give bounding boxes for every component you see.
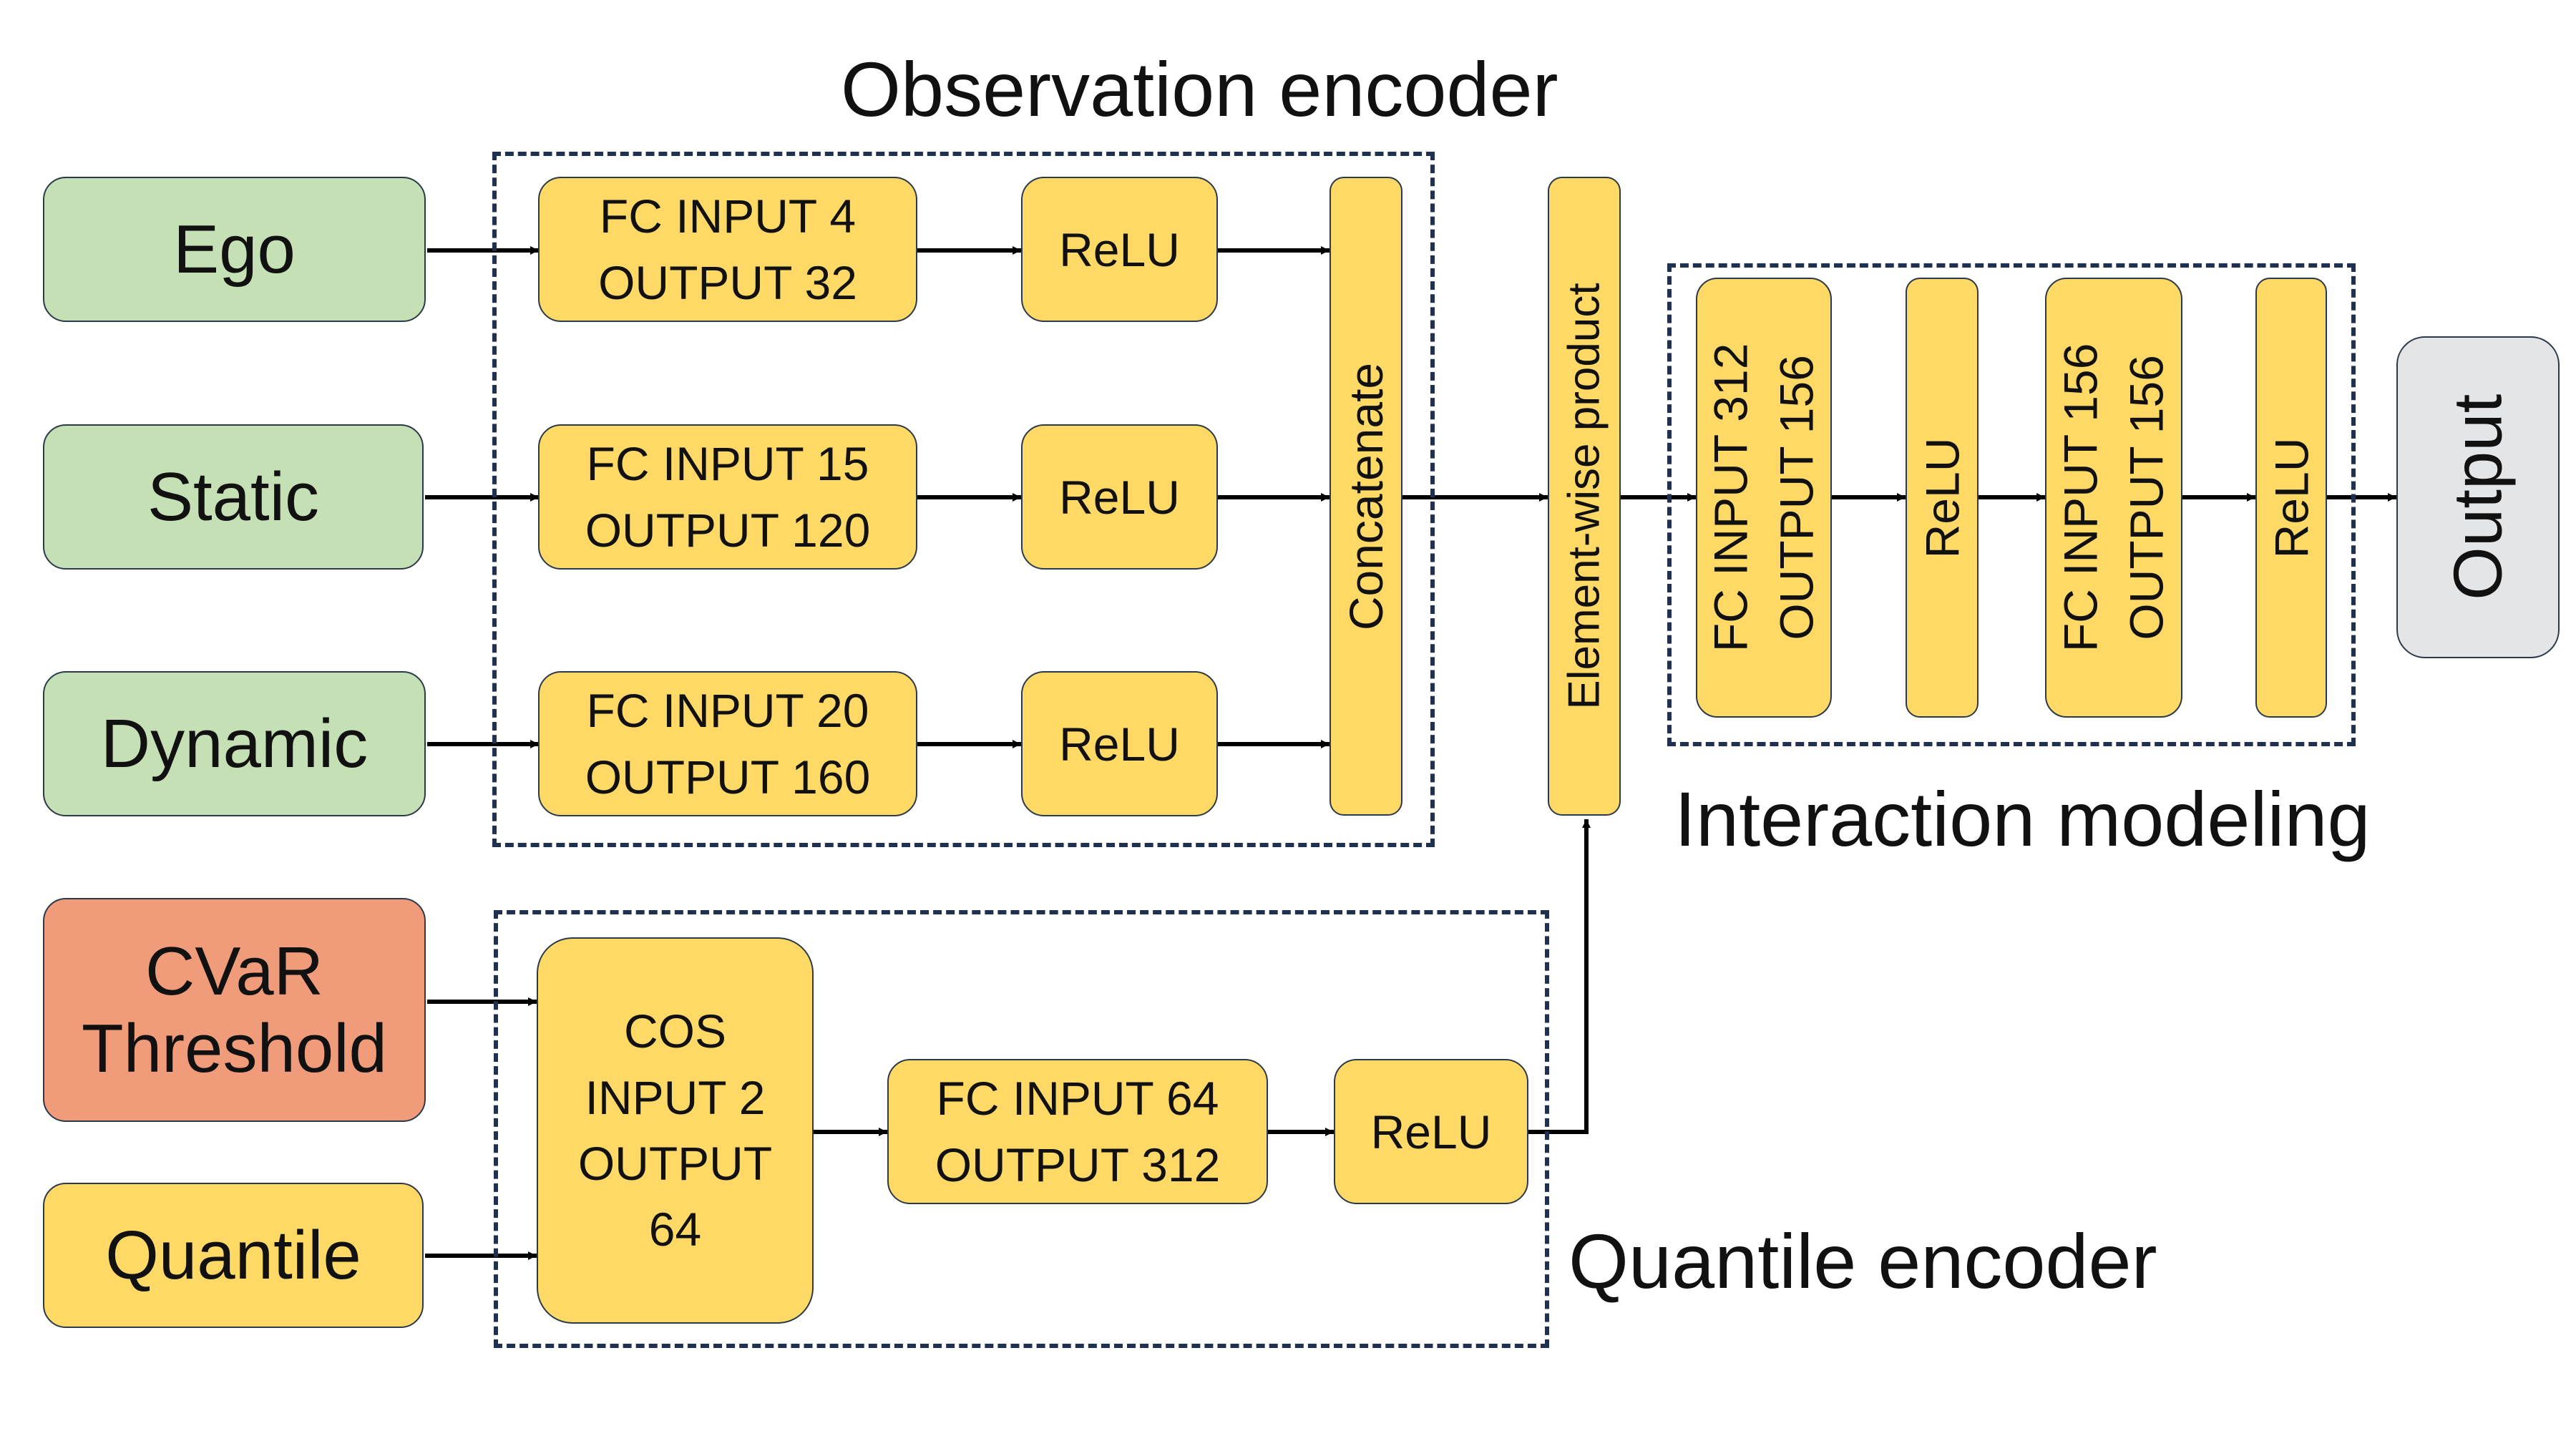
cos-line4: 64 bbox=[648, 1203, 702, 1256]
fc-dynamic-line2: OUTPUT 160 bbox=[585, 750, 871, 804]
quantile-label: Quantile bbox=[105, 1216, 361, 1294]
relu-ego-label: ReLU bbox=[1059, 223, 1180, 276]
quantile-fc-line2: OUTPUT 312 bbox=[935, 1138, 1221, 1191]
relu-static-block: ReLU bbox=[1021, 424, 1218, 570]
interaction-fc1-block: FC INPUT 312 OUTPUT 156 bbox=[1696, 278, 1832, 718]
relu-ego-block: ReLU bbox=[1021, 177, 1218, 322]
dynamic-label: Dynamic bbox=[100, 705, 369, 782]
fc-static-line1: FC INPUT 15 bbox=[586, 437, 869, 491]
fc-ego-line1: FC INPUT 4 bbox=[599, 190, 857, 243]
quantile-relu-label: ReLU bbox=[1370, 1105, 1492, 1158]
interaction-fc2-block: FC INPUT 156 OUTPUT 156 bbox=[2045, 278, 2182, 718]
cvar-threshold-input: CVaR Threshold bbox=[43, 898, 426, 1122]
interaction-fc1-line2: OUTPUT 156 bbox=[1770, 355, 1824, 640]
interaction-relu1-label: ReLU bbox=[1916, 437, 1968, 558]
interaction-modeling-group bbox=[1667, 263, 2356, 746]
interaction-relu1-block: ReLU bbox=[1906, 278, 1979, 718]
interaction-modeling-title: Interaction modeling bbox=[1674, 776, 2371, 862]
static-input: Static bbox=[43, 424, 424, 570]
quantile-encoder-group bbox=[494, 910, 1549, 1348]
fc-dynamic-line1: FC INPUT 20 bbox=[586, 684, 869, 738]
relu-dynamic-block: ReLU bbox=[1021, 671, 1218, 816]
element-wise-product-label: Element-wise product bbox=[1559, 283, 1609, 710]
cos-line1: COS bbox=[623, 1005, 726, 1058]
ego-label: Ego bbox=[173, 210, 296, 288]
fc-dynamic-block: FC INPUT 20 OUTPUT 160 bbox=[538, 671, 917, 816]
cvar-label-line1: CVaR bbox=[145, 932, 323, 1010]
interaction-relu2-block: ReLU bbox=[2255, 278, 2327, 718]
concatenate-label: Concatenate bbox=[1340, 362, 1392, 630]
quantile-fc-block: FC INPUT 64 OUTPUT 312 bbox=[887, 1059, 1268, 1204]
quantile-fc-line1: FC INPUT 64 bbox=[936, 1072, 1219, 1125]
fc-static-line2: OUTPUT 120 bbox=[585, 503, 871, 557]
interaction-fc2-line2: OUTPUT 156 bbox=[2120, 355, 2174, 640]
quantile-encoder-title: Quantile encoder bbox=[1568, 1218, 2157, 1304]
relu-static-label: ReLU bbox=[1059, 470, 1180, 524]
interaction-fc1-line1: FC INPUT 312 bbox=[1704, 343, 1757, 653]
concatenate-block: Concatenate bbox=[1330, 177, 1402, 816]
observation-encoder-title: Observation encoder bbox=[841, 46, 1558, 132]
element-wise-product-block: Element-wise product bbox=[1548, 177, 1621, 816]
cos-line3: OUTPUT bbox=[577, 1137, 773, 1190]
output-block: Output bbox=[2396, 336, 2560, 658]
cos-block: COS INPUT 2 OUTPUT 64 bbox=[537, 937, 814, 1324]
relu-dynamic-label: ReLU bbox=[1059, 717, 1180, 771]
cvar-label-line2: Threshold bbox=[82, 1010, 387, 1087]
fc-static-block: FC INPUT 15 OUTPUT 120 bbox=[538, 424, 917, 570]
quantile-input: Quantile bbox=[43, 1183, 424, 1328]
fc-ego-line2: OUTPUT 32 bbox=[598, 255, 857, 309]
interaction-fc2-line1: FC INPUT 156 bbox=[2054, 343, 2107, 653]
interaction-relu2-label: ReLU bbox=[2265, 437, 2318, 558]
static-label: Static bbox=[147, 458, 320, 535]
dynamic-input: Dynamic bbox=[43, 671, 426, 816]
fc-ego-block: FC INPUT 4 OUTPUT 32 bbox=[538, 177, 917, 322]
output-label: Output bbox=[2439, 394, 2517, 601]
observation-encoder-group bbox=[492, 152, 1435, 847]
quantile-relu-block: ReLU bbox=[1334, 1059, 1528, 1204]
ego-input: Ego bbox=[43, 177, 426, 322]
cos-line2: INPUT 2 bbox=[585, 1070, 766, 1124]
